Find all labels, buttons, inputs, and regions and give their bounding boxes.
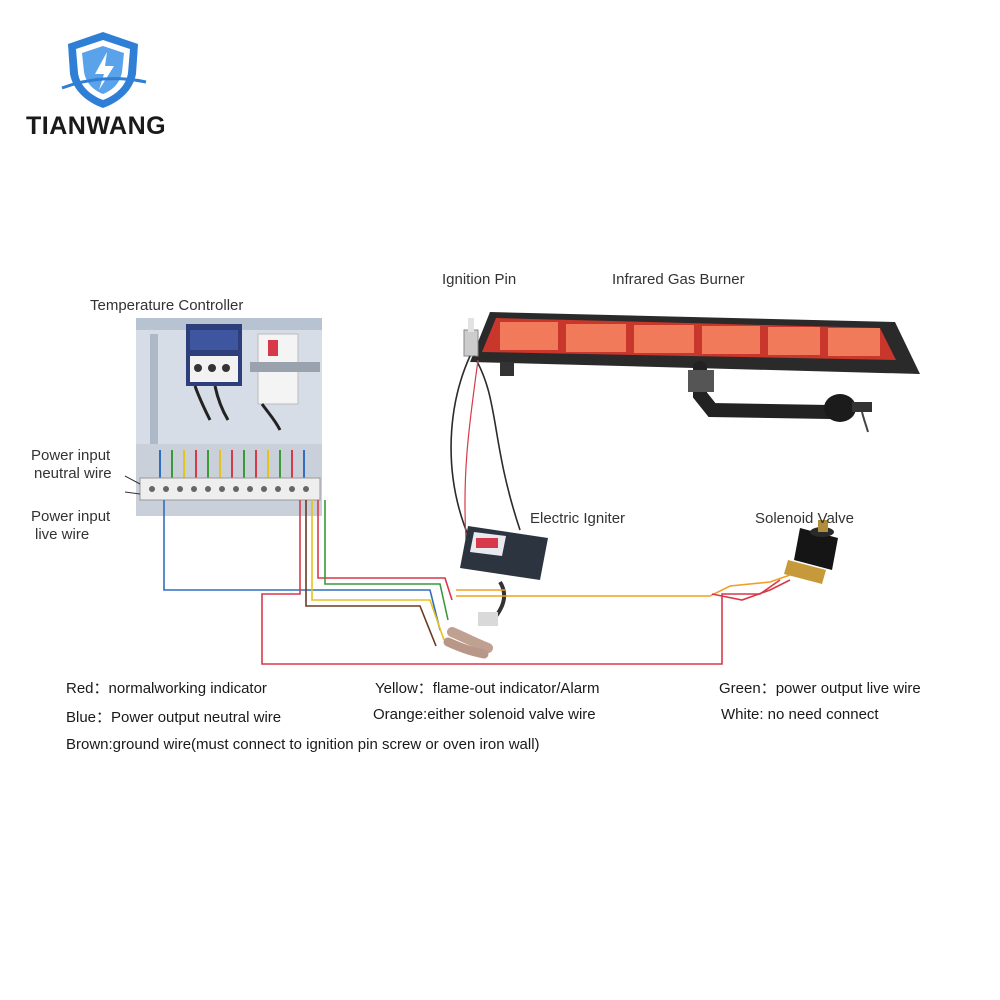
temperature-controller-image	[136, 318, 322, 516]
temperature-controller-label: Temperature Controller	[90, 297, 244, 314]
ignition-pin-label: Ignition Pin	[442, 271, 517, 288]
infrared-gas-burner-label: Infrared Gas Burner	[612, 271, 745, 288]
solenoid-valve-label: Solenoid Valve	[755, 510, 854, 527]
legend-red: Red：normalworking indicator	[66, 680, 267, 697]
power-input-live-label-line2: live wire	[35, 526, 90, 543]
legend-blue: Blue：Power output neutral wire	[66, 709, 282, 726]
brand-name: TIANWANG	[26, 112, 167, 140]
power-input-live-label-line1: Power input	[31, 508, 111, 525]
legend-brown: Brown:ground wire(must connect to igniti…	[66, 736, 540, 753]
infrared-gas-burner-image	[463, 312, 920, 433]
electric-igniter-image	[443, 526, 548, 659]
legend-orange: Orange:either solenoid valve wire	[373, 706, 596, 723]
legend-white: White: no need connect	[721, 706, 879, 723]
power-input-neutral-label-line2: neutral wire	[34, 465, 112, 482]
legend-green: Green：power output live wire	[719, 680, 921, 697]
brand-shield-logo	[61, 32, 147, 108]
power-input-neutral-label-line1: Power input	[31, 447, 111, 464]
legend-yellow: Yellow：flame-out indicator/Alarm	[375, 680, 600, 697]
electric-igniter-label: Electric Igniter	[530, 510, 626, 527]
solenoid-valve-image	[784, 520, 838, 584]
